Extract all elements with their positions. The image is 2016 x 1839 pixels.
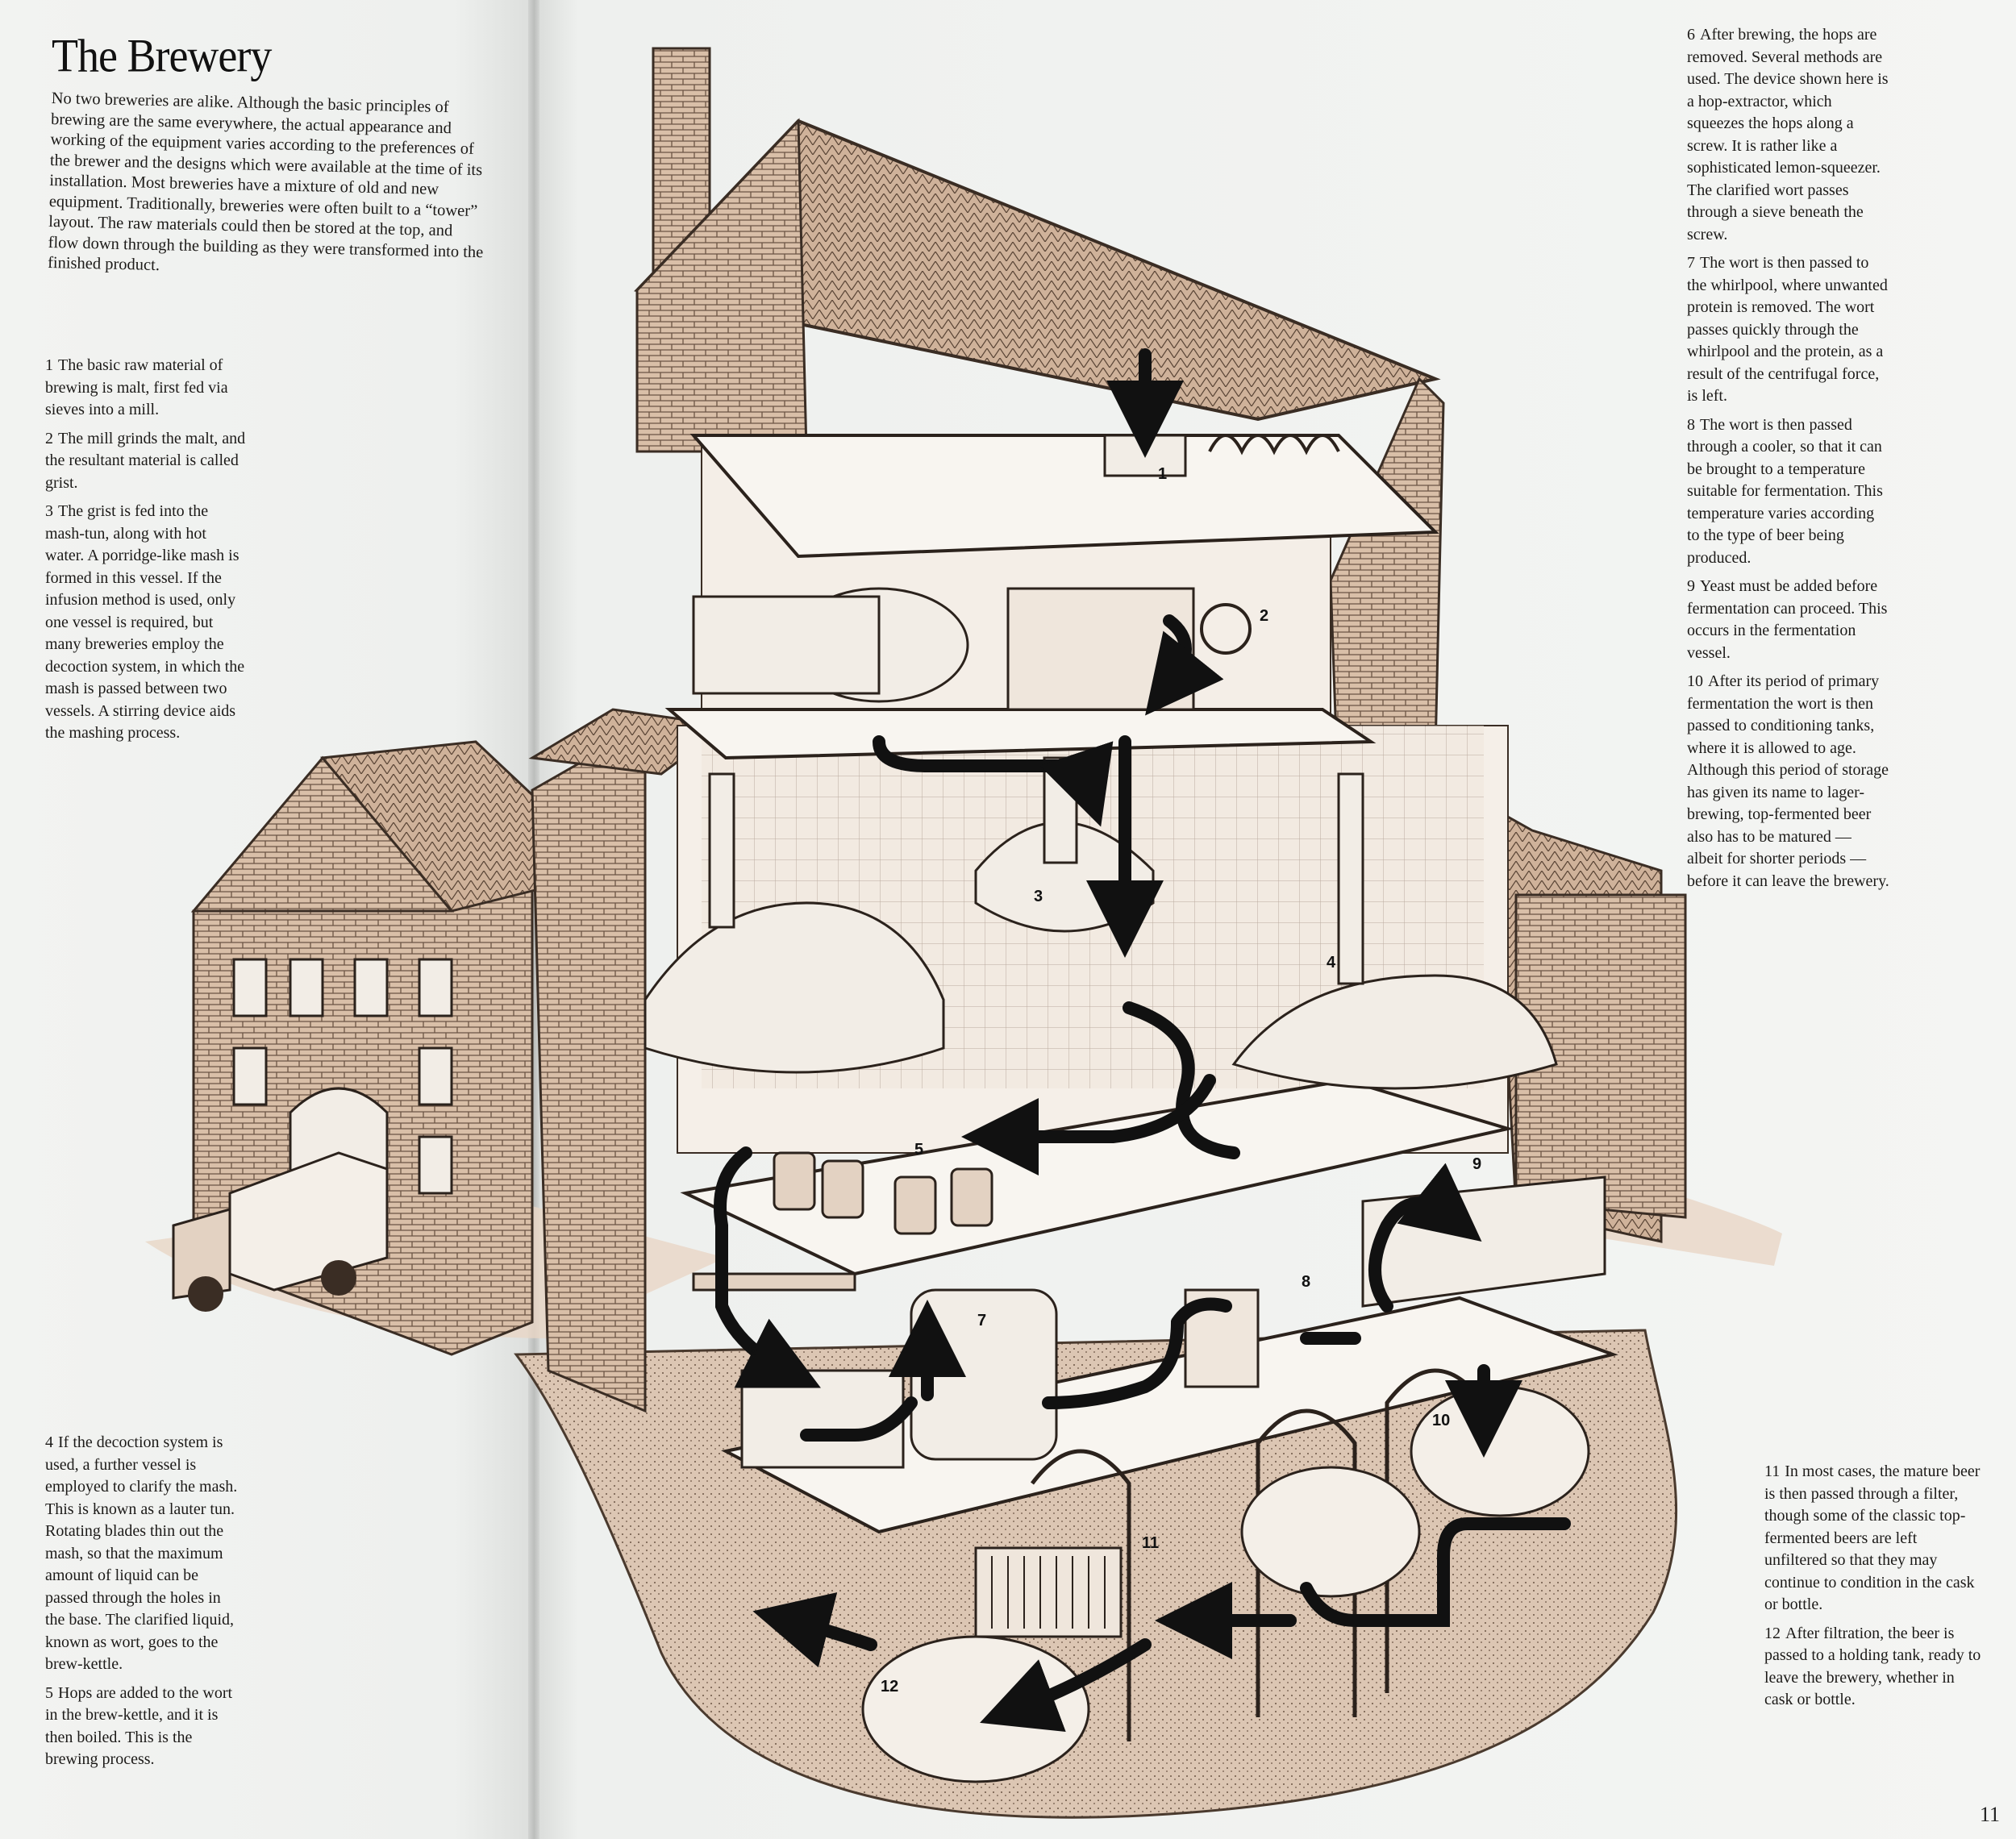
page-number: 11 <box>1980 1803 2001 1826</box>
diagram-label-3: 3 <box>1034 888 1043 905</box>
diagram-label-4: 4 <box>1327 954 1336 972</box>
diagram-label-2: 2 <box>1260 607 1268 625</box>
page-title: The Brewery <box>52 29 272 82</box>
diagram-label-8: 8 <box>1302 1273 1310 1291</box>
diagram-label-9: 9 <box>1472 1155 1481 1173</box>
intro-paragraph: No two breweries are alike. Although the… <box>47 89 484 275</box>
diagram-label-12: 12 <box>881 1678 898 1695</box>
diagram-label-7: 7 <box>977 1312 986 1329</box>
diagram-label-5: 5 <box>914 1141 923 1159</box>
diagram-label-11: 11 <box>1142 1534 1159 1552</box>
diagram-label-6: 6 <box>748 1341 757 1358</box>
process-flow-arrows <box>714 348 1571 1733</box>
delivery-lorry <box>172 1151 389 1312</box>
diagram-label-1: 1 <box>1158 465 1167 483</box>
diagram-label-10: 10 <box>1432 1412 1450 1429</box>
diagram-step-labels: 1 2 3 4 5 6 7 8 9 10 11 12 <box>748 465 1481 1695</box>
